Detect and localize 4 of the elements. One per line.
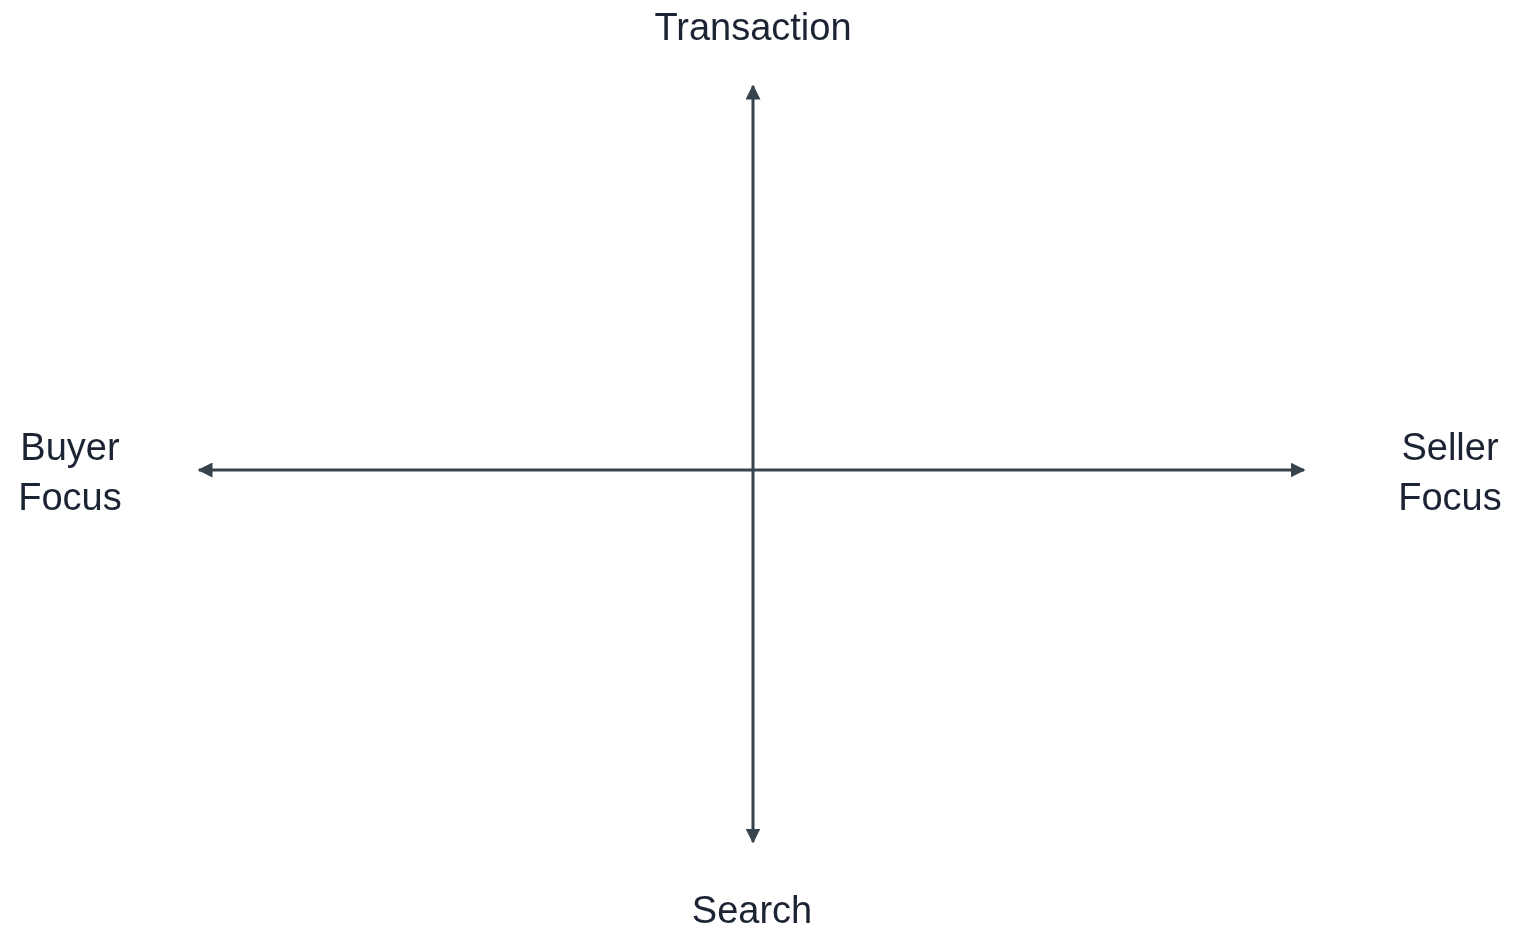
axis-label: Transaction	[654, 5, 852, 50]
axis-label: Search	[691, 888, 813, 929]
axis-label: Seller Focus	[1398, 425, 1502, 520]
axis-label: Buyer Focus	[17, 425, 123, 520]
